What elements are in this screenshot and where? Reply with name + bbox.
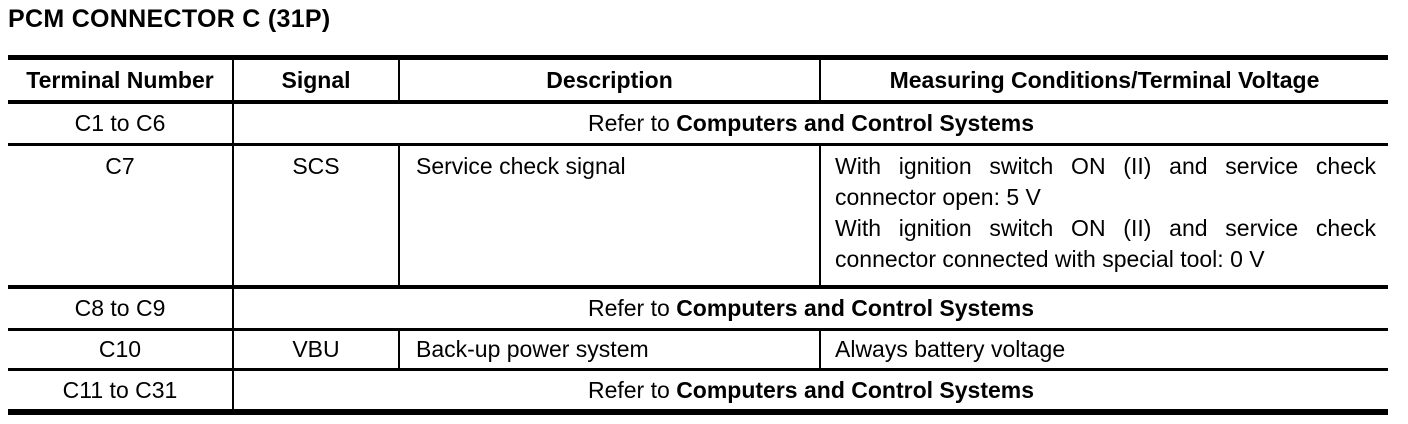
- refer-prefix: Refer to: [587, 295, 677, 321]
- header-signal: Signal: [232, 55, 399, 104]
- refer-note: Refer to Computers and Control Systems: [588, 110, 1034, 136]
- refer-prefix: Refer to: [587, 110, 677, 136]
- cell-terminal: C10: [8, 329, 233, 371]
- refer-prefix: Refer to: [587, 376, 677, 403]
- cell-refer-note: Refer to Computers and Control Systems: [232, 369, 1388, 415]
- cell-refer-note: Refer to Computers and Control Systems: [232, 102, 1388, 146]
- table-row-c1-c6: C1 to C6 Refer to Computers and Control …: [8, 102, 1388, 146]
- table-row-c10: C10 VBU Back-up power system Always batt…: [8, 329, 1388, 371]
- cell-signal: VBU: [232, 329, 399, 371]
- header-measuring-conditions: Measuring Conditions/Terminal Voltage: [819, 55, 1388, 104]
- refer-note: Refer to Computers and Control Systems: [588, 295, 1034, 321]
- cell-terminal: C7: [8, 144, 233, 289]
- refer-note: Refer to Computers and Control Systems: [588, 377, 1034, 403]
- cell-refer-note: Refer to Computers and Control Systems: [232, 287, 1388, 331]
- condition-line: Always battery voltage: [835, 336, 1066, 362]
- cell-terminal: C11 to C31: [8, 369, 233, 415]
- table-row-c11-c31: C11 to C31 Refer to Computers and Contro…: [8, 369, 1388, 415]
- cell-terminal: C8 to C9: [8, 287, 233, 331]
- cell-terminal: C1 to C6: [8, 102, 233, 146]
- condition-line: With ignition switch ON (II) and service…: [835, 215, 1376, 272]
- page-title: PCM CONNECTOR C (31P): [8, 5, 331, 33]
- condition-line: With ignition switch ON (II) and service…: [835, 153, 1376, 210]
- table-header-row: Terminal Number Signal Description Measu…: [8, 55, 1388, 104]
- header-description: Description: [398, 55, 820, 104]
- cell-conditions: Always battery voltage: [819, 329, 1388, 371]
- cell-conditions: With ignition switch ON (II) and service…: [819, 144, 1388, 289]
- refer-link: Computers and Control Systems: [676, 295, 1035, 321]
- cell-description: Service check signal: [398, 144, 820, 289]
- refer-link: Computers and Control Systems: [676, 376, 1035, 403]
- table-row-c7: C7 SCS Service check signal With ignitio…: [8, 144, 1388, 289]
- cell-signal: SCS: [232, 144, 399, 289]
- table-row-c8-c9: C8 to C9 Refer to Computers and Control …: [8, 287, 1388, 331]
- refer-link: Computers and Control Systems: [676, 110, 1035, 136]
- cell-description: Back-up power system: [398, 329, 820, 371]
- pcm-connector-table: Terminal Number Signal Description Measu…: [8, 55, 1388, 415]
- header-terminal-number: Terminal Number: [8, 55, 233, 104]
